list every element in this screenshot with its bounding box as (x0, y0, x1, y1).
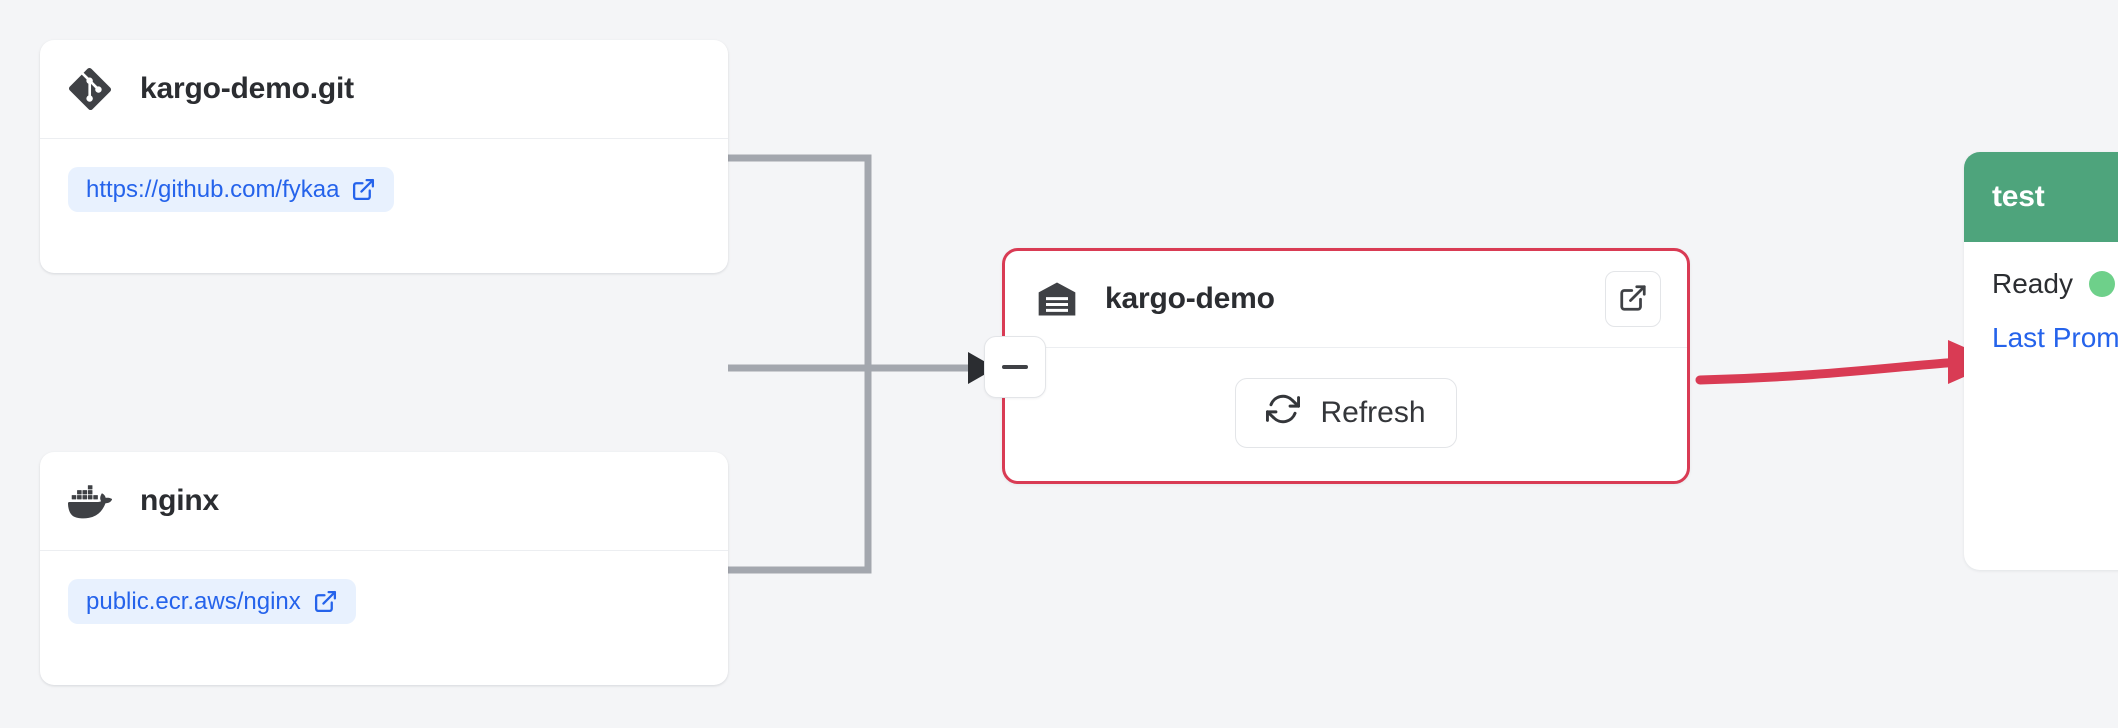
warehouse-icon (1035, 277, 1079, 321)
refresh-button[interactable]: Refresh (1235, 378, 1457, 448)
image-repo-url-text: public.ecr.aws/nginx (86, 587, 301, 615)
stage-status: Ready (1992, 268, 2118, 300)
stage-card-body: Ready Last Prom (1964, 242, 2118, 354)
last-promotion-link[interactable]: Last Prom (1992, 322, 2118, 353)
git-repo-url-text: https://github.com/fykaa (86, 175, 340, 203)
git-repo-url-chip[interactable]: https://github.com/fykaa (68, 167, 395, 212)
edge-subscriptions-bracket-lower (728, 154, 872, 574)
warehouse-card-body: Refresh (1005, 348, 1687, 476)
stage-status-label: Ready (1992, 268, 2073, 299)
git-icon (68, 67, 112, 111)
subscription-title: kargo-demo.git (140, 72, 354, 105)
subscription-card-header: kargo-demo.git (40, 40, 728, 139)
docker-icon (68, 479, 112, 523)
subscription-card-body: public.ecr.aws/nginx (40, 551, 728, 652)
edge-subscriptions-bracket (728, 154, 872, 372)
stage-card-header: test (1964, 152, 2118, 242)
stage-name: test (1992, 180, 2045, 213)
subscription-card-header: nginx (40, 452, 728, 551)
subscription-title: nginx (140, 484, 219, 517)
warehouse-external-link-button[interactable] (1605, 271, 1661, 327)
edge-warehouse-to-stage (1695, 357, 1965, 385)
external-link-icon (313, 589, 338, 614)
external-link-icon (351, 177, 376, 202)
image-repo-url-chip[interactable]: public.ecr.aws/nginx (68, 579, 356, 624)
minus-icon (1002, 365, 1028, 369)
subscription-card-body: https://github.com/fykaa (40, 139, 728, 240)
stage-card-test[interactable]: test Ready Last Prom (1964, 152, 2118, 570)
external-link-icon (1618, 283, 1648, 316)
warehouse-title: kargo-demo (1105, 282, 1275, 315)
warehouse-card[interactable]: kargo-demo (1002, 248, 1690, 484)
status-dot-icon (2088, 271, 2115, 297)
refresh-button-label: Refresh (1320, 396, 1426, 429)
subscription-card-image[interactable]: nginx public.ecr.aws/nginx (40, 452, 728, 685)
warehouse-card-header: kargo-demo (1005, 251, 1687, 348)
warehouse-collapse-button[interactable] (984, 336, 1046, 398)
subscription-card-git[interactable]: kargo-demo.git https://github.com/fykaa (40, 40, 728, 273)
refresh-icon (1266, 392, 1301, 434)
